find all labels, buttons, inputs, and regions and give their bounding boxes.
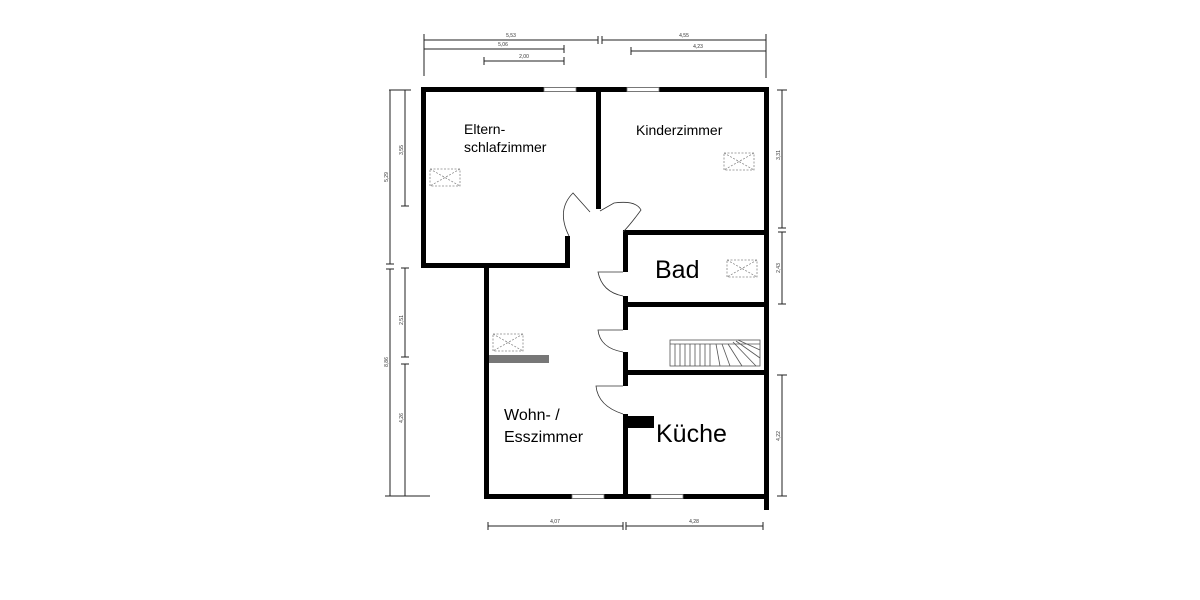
- counter-gray: [489, 355, 549, 363]
- dim-label: 4,55: [679, 33, 689, 39]
- dim-label: 8,86: [384, 357, 390, 367]
- dim-label: 2,43: [776, 263, 782, 273]
- dim-label: 2,51: [399, 315, 405, 325]
- room-label-eltern-line2: schlafzimmer: [464, 139, 547, 155]
- room-label-wohn-line2: Esszimmer: [504, 429, 584, 446]
- room-label-bad: Bad: [655, 256, 699, 284]
- fixtures: [429, 152, 758, 363]
- dim-label: 5,53: [506, 33, 516, 39]
- staircase: [669, 339, 761, 367]
- dimension-lines-top: 5,53 4,55 5,06 4,23 2,00: [423, 33, 767, 78]
- dimension-lines-bottom: 4,07 4,28: [487, 519, 764, 530]
- dim-label: 4,26: [399, 413, 405, 423]
- windows: [543, 87, 684, 499]
- dim-label: 4,28: [689, 519, 699, 525]
- doors: [563, 192, 642, 415]
- dim-label: 5,29: [384, 172, 390, 182]
- dim-label: 4,22: [776, 431, 782, 441]
- dimension-lines-left: 5,29 3,55 8,86 2,51 4,26: [384, 89, 430, 497]
- dim-label: 4,07: [550, 519, 560, 525]
- dim-label: 2,00: [519, 54, 529, 60]
- room-label-kinderzimmer: Kinderzimmer: [636, 122, 723, 138]
- dim-label: 4,23: [693, 44, 703, 50]
- walls: [421, 87, 769, 510]
- room-label-eltern-line1: Eltern-: [464, 121, 506, 137]
- room-labels: Eltern- schlafzimmer Kinderzimmer Bad Wo…: [464, 121, 727, 448]
- room-label-kueche: Küche: [656, 420, 727, 448]
- dim-label: 5,06: [498, 42, 508, 48]
- room-label-wohn-line1: Wohn- /: [504, 407, 560, 424]
- dimension-lines-right: 3,31 2,43 4,22: [776, 89, 787, 497]
- dim-label: 3,55: [399, 145, 405, 155]
- dim-label: 3,31: [776, 150, 782, 160]
